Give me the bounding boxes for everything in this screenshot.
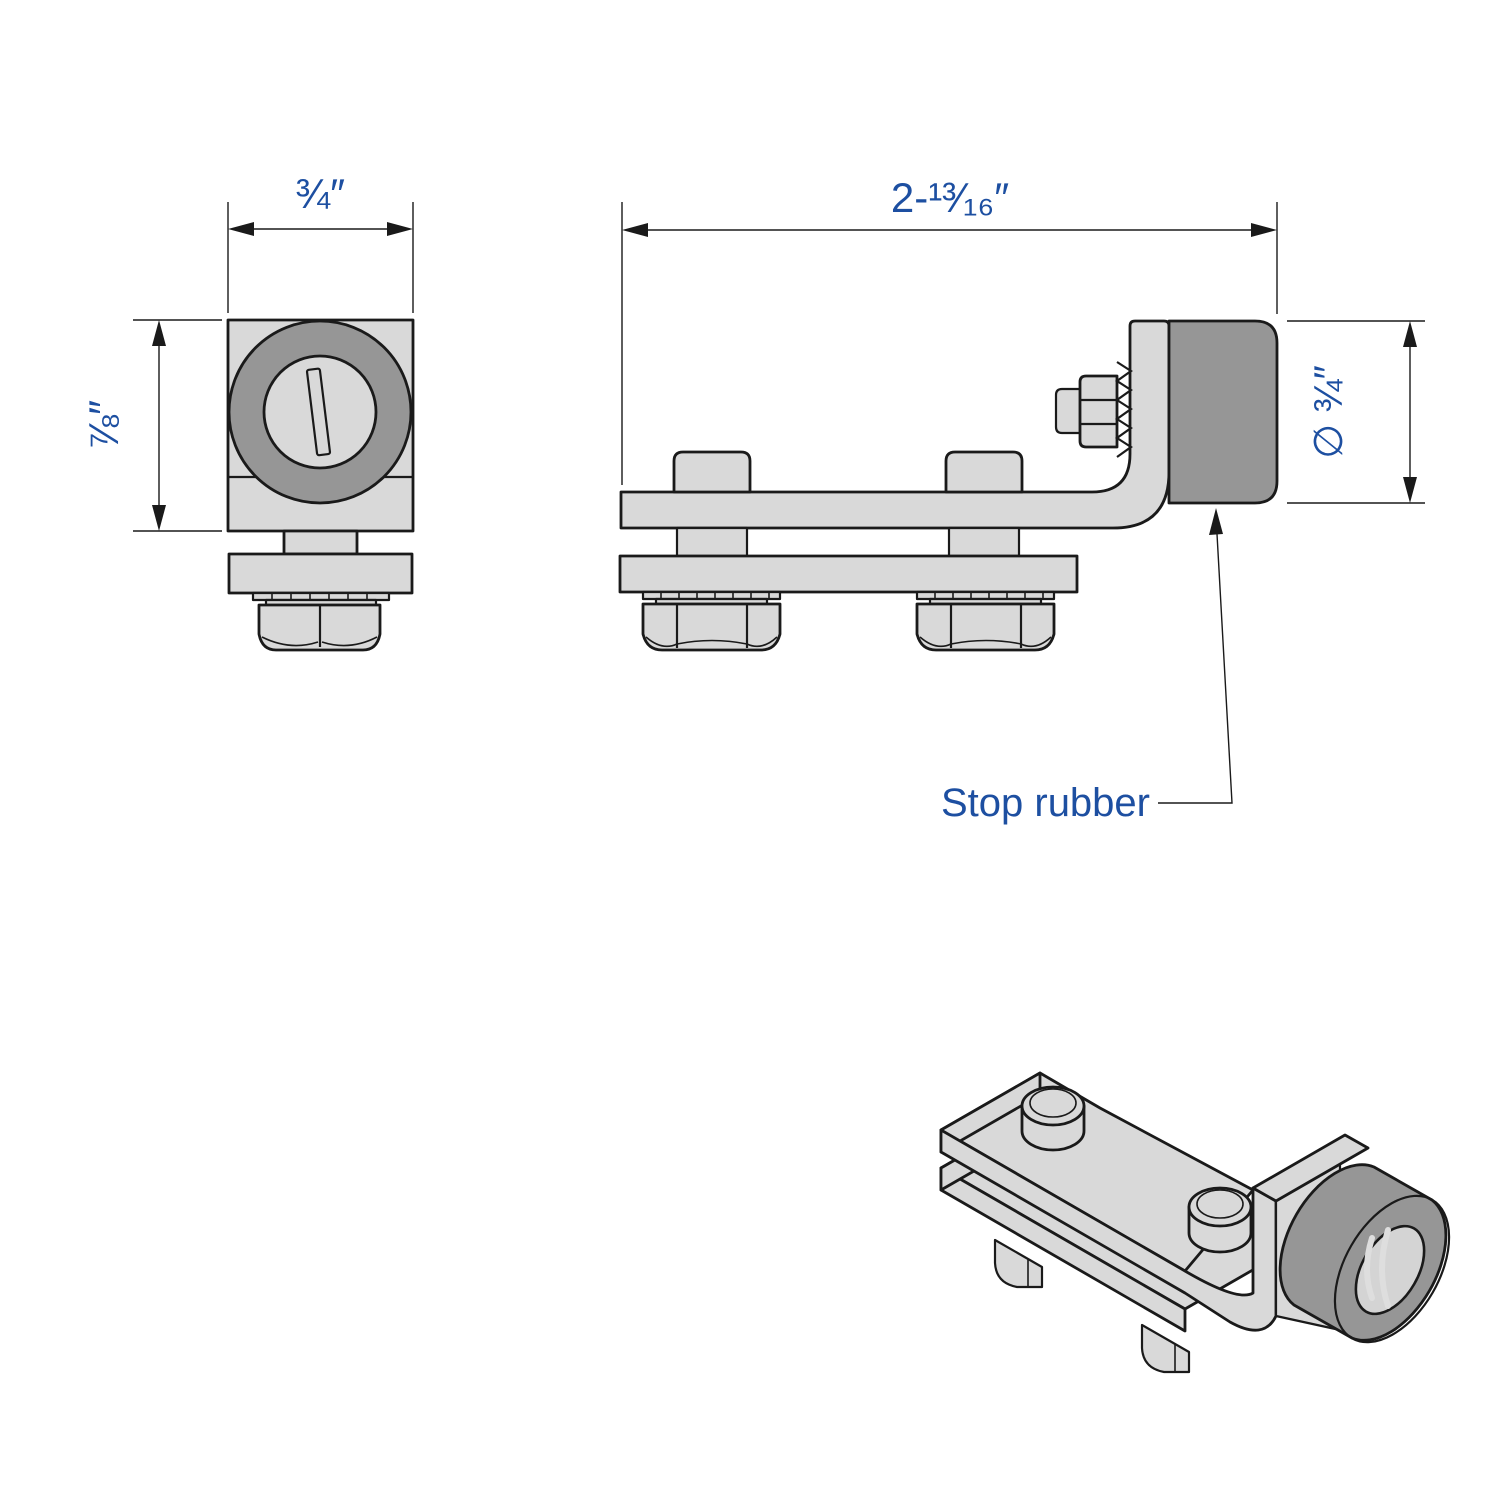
front-hex-nut (257, 603, 382, 652)
side-rubber-bolt-tip (1054, 387, 1082, 435)
front-view: ¾″ ⅞″ (80, 170, 415, 652)
dim-front-height-label: ⅞″ (80, 400, 127, 450)
front-serrated-washer (251, 591, 391, 607)
iso-leg-top-edge (1251, 1133, 1370, 1203)
front-stem (282, 529, 359, 556)
side-l-bracket (619, 319, 1171, 530)
iso-bolt-head-2 (1187, 1186, 1253, 1254)
side-view: 2-¹³⁄₁₆″ ∅ ¾″ Stop rubber (618, 174, 1425, 825)
side-serrated-lock-washer (1115, 361, 1133, 458)
arrowhead (387, 222, 413, 236)
arrowhead (1403, 321, 1417, 347)
dim-front-height: ⅞″ (80, 319, 222, 532)
side-bolt-shaft-1 (675, 526, 749, 558)
arrowhead (152, 320, 166, 346)
side-serrated-washer-2 (915, 590, 1056, 606)
stop-rubber-label: Stop rubber (941, 781, 1150, 825)
arrowhead (1251, 223, 1277, 237)
dim-side-length-label: 2-¹³⁄₁₆″ (891, 174, 1009, 221)
side-serrated-washer-1 (641, 590, 782, 606)
side-clamp-plate (618, 554, 1079, 594)
side-rubber-bolt (1054, 361, 1133, 458)
side-bolt-shaft-2 (947, 526, 1021, 558)
arrowhead (152, 505, 166, 531)
side-hex-nut-1 (641, 602, 782, 652)
front-screw-slot (305, 367, 332, 457)
arrowhead (228, 222, 254, 236)
iso-hex-nut-1 (993, 1238, 1044, 1289)
isometric-view (939, 1071, 1451, 1374)
iso-bolt-head-1 (1020, 1085, 1086, 1152)
dim-front-width-label: ¾″ (295, 170, 345, 217)
side-hex-nut-2 (915, 602, 1056, 652)
side-stop-rubber (1167, 319, 1279, 505)
stop-rubber-callout: Stop rubber (941, 508, 1233, 825)
arrowhead (1403, 477, 1417, 503)
dim-rubber-diameter: ∅ ¾″ (1287, 320, 1425, 504)
arrowhead (622, 223, 648, 237)
front-clamp-plate (227, 552, 414, 595)
iso-hex-nut-2 (1140, 1323, 1191, 1374)
iso-stop-rubber (1278, 1163, 1451, 1344)
dim-side-length: 2-¹³⁄₁₆″ (621, 174, 1278, 485)
side-rubber-bolt-head (1078, 374, 1119, 449)
dim-rubber-diameter-label: ∅ ¾″ (1307, 365, 1351, 458)
dim-front-width: ¾″ (227, 170, 414, 313)
leader-arrowhead (1209, 508, 1223, 535)
side-bolt-head-1 (672, 450, 752, 494)
side-bolt-head-2 (944, 450, 1024, 494)
